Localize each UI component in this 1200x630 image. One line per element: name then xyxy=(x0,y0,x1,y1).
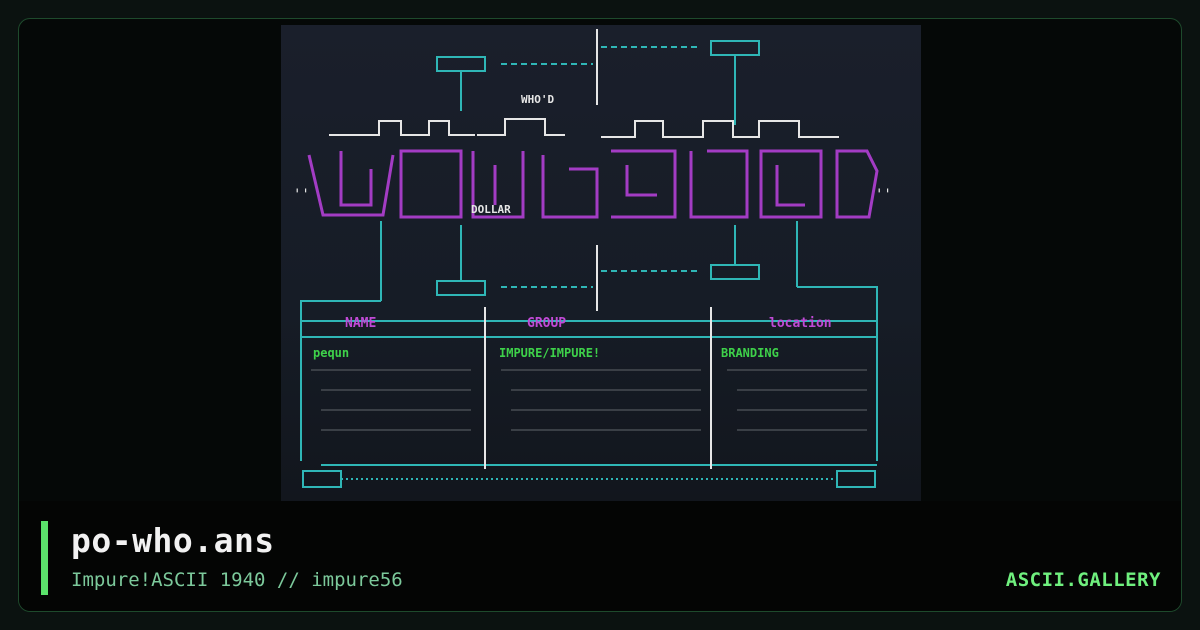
gallery-card: WHO'D '' '' xyxy=(18,18,1182,612)
accent-bar xyxy=(41,521,48,595)
top-connectors xyxy=(436,40,760,125)
ansi-artwork: WHO'D '' '' xyxy=(293,29,892,488)
info-table: NAME GROUP location pequn IMPURE/IMPURE!… xyxy=(301,307,877,488)
artwork-subtitle: Impure!ASCII 1940 // impure56 xyxy=(71,569,403,591)
bottom-connectors xyxy=(300,221,878,461)
middle-tag: DOLLAR xyxy=(471,203,511,216)
artwork-title[interactable]: po-who.ans xyxy=(71,521,275,560)
column-header-location: location xyxy=(769,316,832,331)
left-quote: '' xyxy=(293,187,310,203)
column-header-name: NAME xyxy=(345,316,376,331)
artwork-preview[interactable]: WHO'D '' '' xyxy=(281,25,921,501)
right-quote: '' xyxy=(875,187,892,203)
dot-fill xyxy=(311,369,867,431)
header-tag: WHO'D xyxy=(521,93,554,106)
title-outline xyxy=(329,118,839,138)
row-value-name: pequn xyxy=(313,346,349,360)
title-letters xyxy=(307,149,879,219)
card-footer: po-who.ans Impure!ASCII 1940 // impure56… xyxy=(19,501,1181,611)
column-header-group: GROUP xyxy=(527,316,566,331)
row-value-location: BRANDING xyxy=(721,346,779,360)
site-brand[interactable]: ASCII.GALLERY xyxy=(1005,569,1161,591)
row-value-group: IMPURE/IMPURE! xyxy=(499,346,600,360)
